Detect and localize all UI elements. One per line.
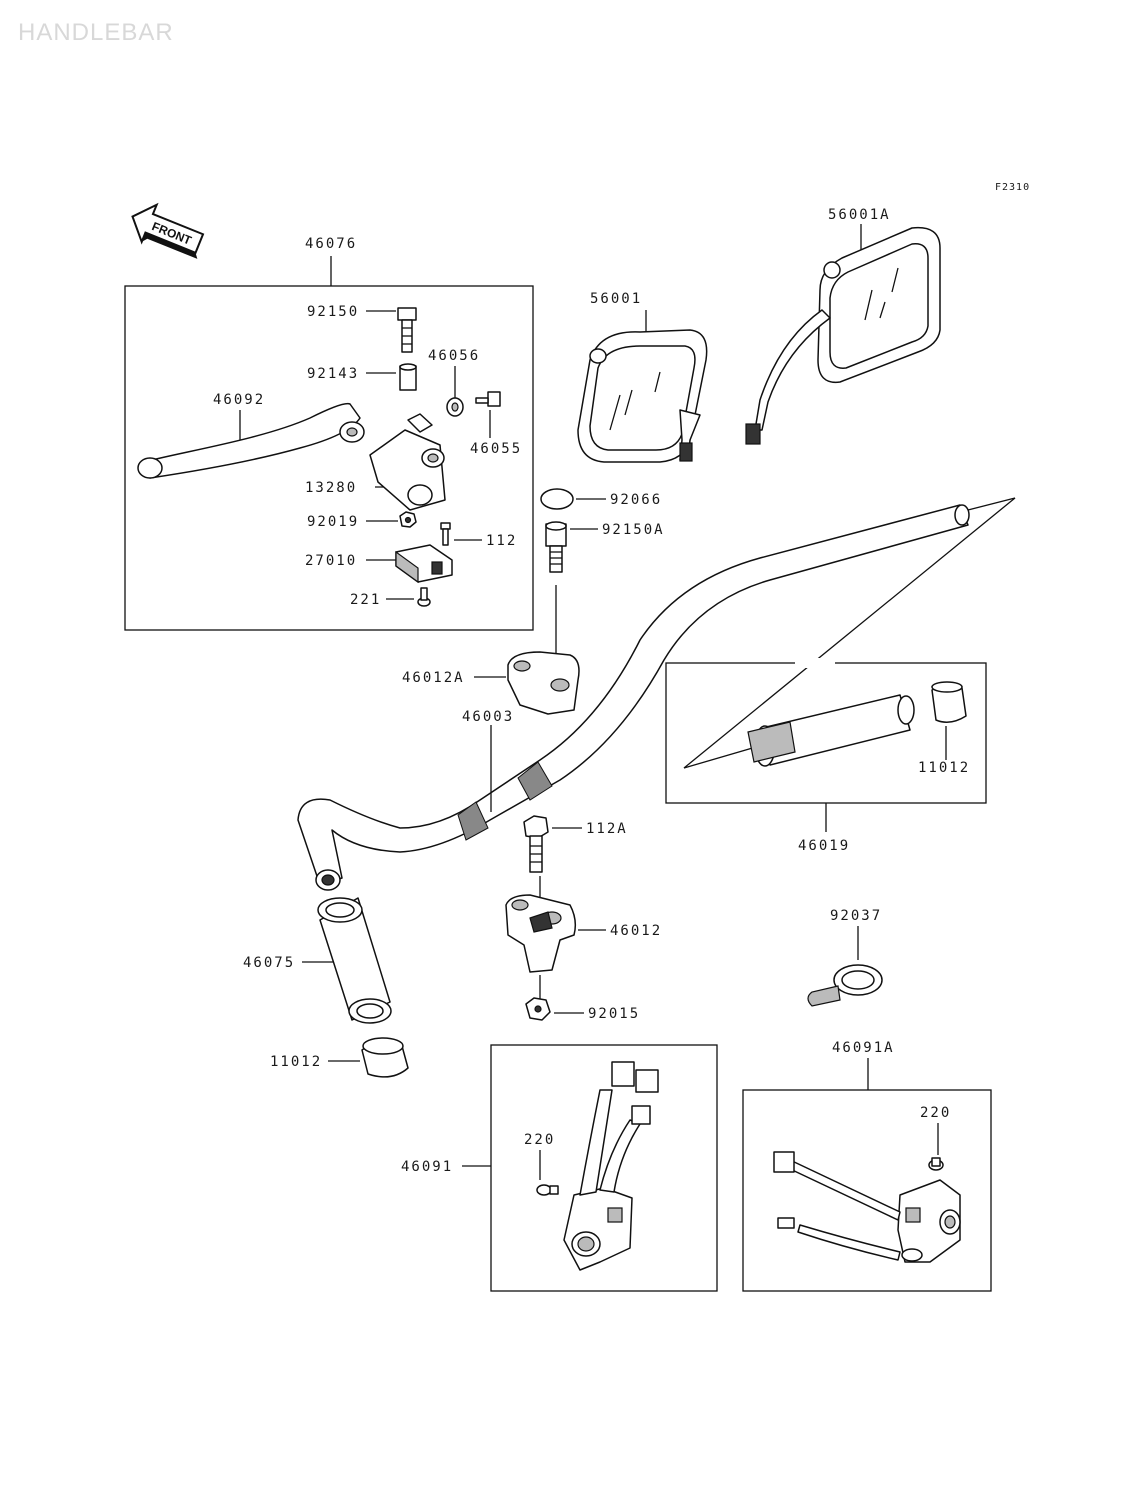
switch-46091A-box xyxy=(742,1089,992,1292)
label-46092: 46092 xyxy=(213,392,265,408)
collar-92143-icon xyxy=(399,363,417,391)
clamp-46012-icon xyxy=(505,894,577,973)
cap-92066-icon xyxy=(540,488,574,510)
bolt-92150A-icon xyxy=(545,521,567,573)
label-46091: 46091 xyxy=(401,1159,453,1175)
holder-13280-icon xyxy=(369,413,446,511)
switch-46091A-icon xyxy=(773,1151,961,1263)
switch-27010-icon xyxy=(395,544,453,584)
label-92037: 92037 xyxy=(830,908,882,924)
label-11012-left: 11012 xyxy=(270,1054,322,1070)
figure-code: F2310 xyxy=(995,182,1030,193)
handlebar-46003-icon xyxy=(297,504,970,891)
nut-46056-icon xyxy=(446,397,464,417)
label-11012-right: 11012 xyxy=(918,760,970,776)
grip-46075-icon xyxy=(317,897,392,1024)
label-46012A: 46012A xyxy=(402,670,465,686)
grip-46019-icon xyxy=(747,694,915,767)
label-46076: 46076 xyxy=(305,236,357,252)
screw-221-icon xyxy=(417,587,431,607)
label-56001A: 56001A xyxy=(828,207,891,223)
screw-46055-icon xyxy=(475,391,501,407)
label-46075: 46075 xyxy=(243,955,295,971)
label-112A: 112A xyxy=(586,821,628,837)
cap-11012-left-icon xyxy=(361,1037,409,1078)
label-92150: 92150 xyxy=(307,304,359,320)
clamp-92037-icon xyxy=(807,964,883,1007)
lever-46092-icon xyxy=(137,402,365,479)
nut-92015-icon xyxy=(525,997,551,1021)
diagram-title: HANDLEBAR xyxy=(18,19,174,46)
mirror-56001-icon xyxy=(577,329,708,463)
lever-assembly-box xyxy=(124,285,534,631)
nut-92019-icon xyxy=(399,511,417,528)
label-92143: 92143 xyxy=(307,366,359,382)
label-46055: 46055 xyxy=(470,441,522,457)
label-112: 112 xyxy=(486,533,517,549)
label-92150A: 92150A xyxy=(602,522,665,538)
label-46012: 46012 xyxy=(610,923,662,939)
label-56001: 56001 xyxy=(590,291,642,307)
label-220-right: 220 xyxy=(920,1105,951,1121)
label-46019: 46019 xyxy=(798,838,850,854)
label-46056: 46056 xyxy=(428,348,480,364)
label-13280: 13280 xyxy=(305,480,357,496)
bolt-92150-icon xyxy=(397,307,417,353)
clamp-46012A-icon xyxy=(507,651,580,715)
label-92015: 92015 xyxy=(588,1006,640,1022)
label-46003: 46003 xyxy=(462,709,514,725)
front-arrow-icon: FRONT xyxy=(131,202,205,259)
label-92066: 92066 xyxy=(610,492,662,508)
switch-46091-icon xyxy=(536,1061,659,1271)
label-46091A: 46091A xyxy=(832,1040,895,1056)
label-220-left: 220 xyxy=(524,1132,555,1148)
cap-11012-icon xyxy=(931,681,967,723)
bolt-112A-icon xyxy=(523,815,549,873)
mirror-56001A-icon xyxy=(745,226,941,445)
screw-112-icon xyxy=(440,522,451,546)
switch-46091-box xyxy=(490,1044,718,1292)
label-92019: 92019 xyxy=(307,514,359,530)
label-221: 221 xyxy=(350,592,381,608)
label-27010: 27010 xyxy=(305,553,357,569)
